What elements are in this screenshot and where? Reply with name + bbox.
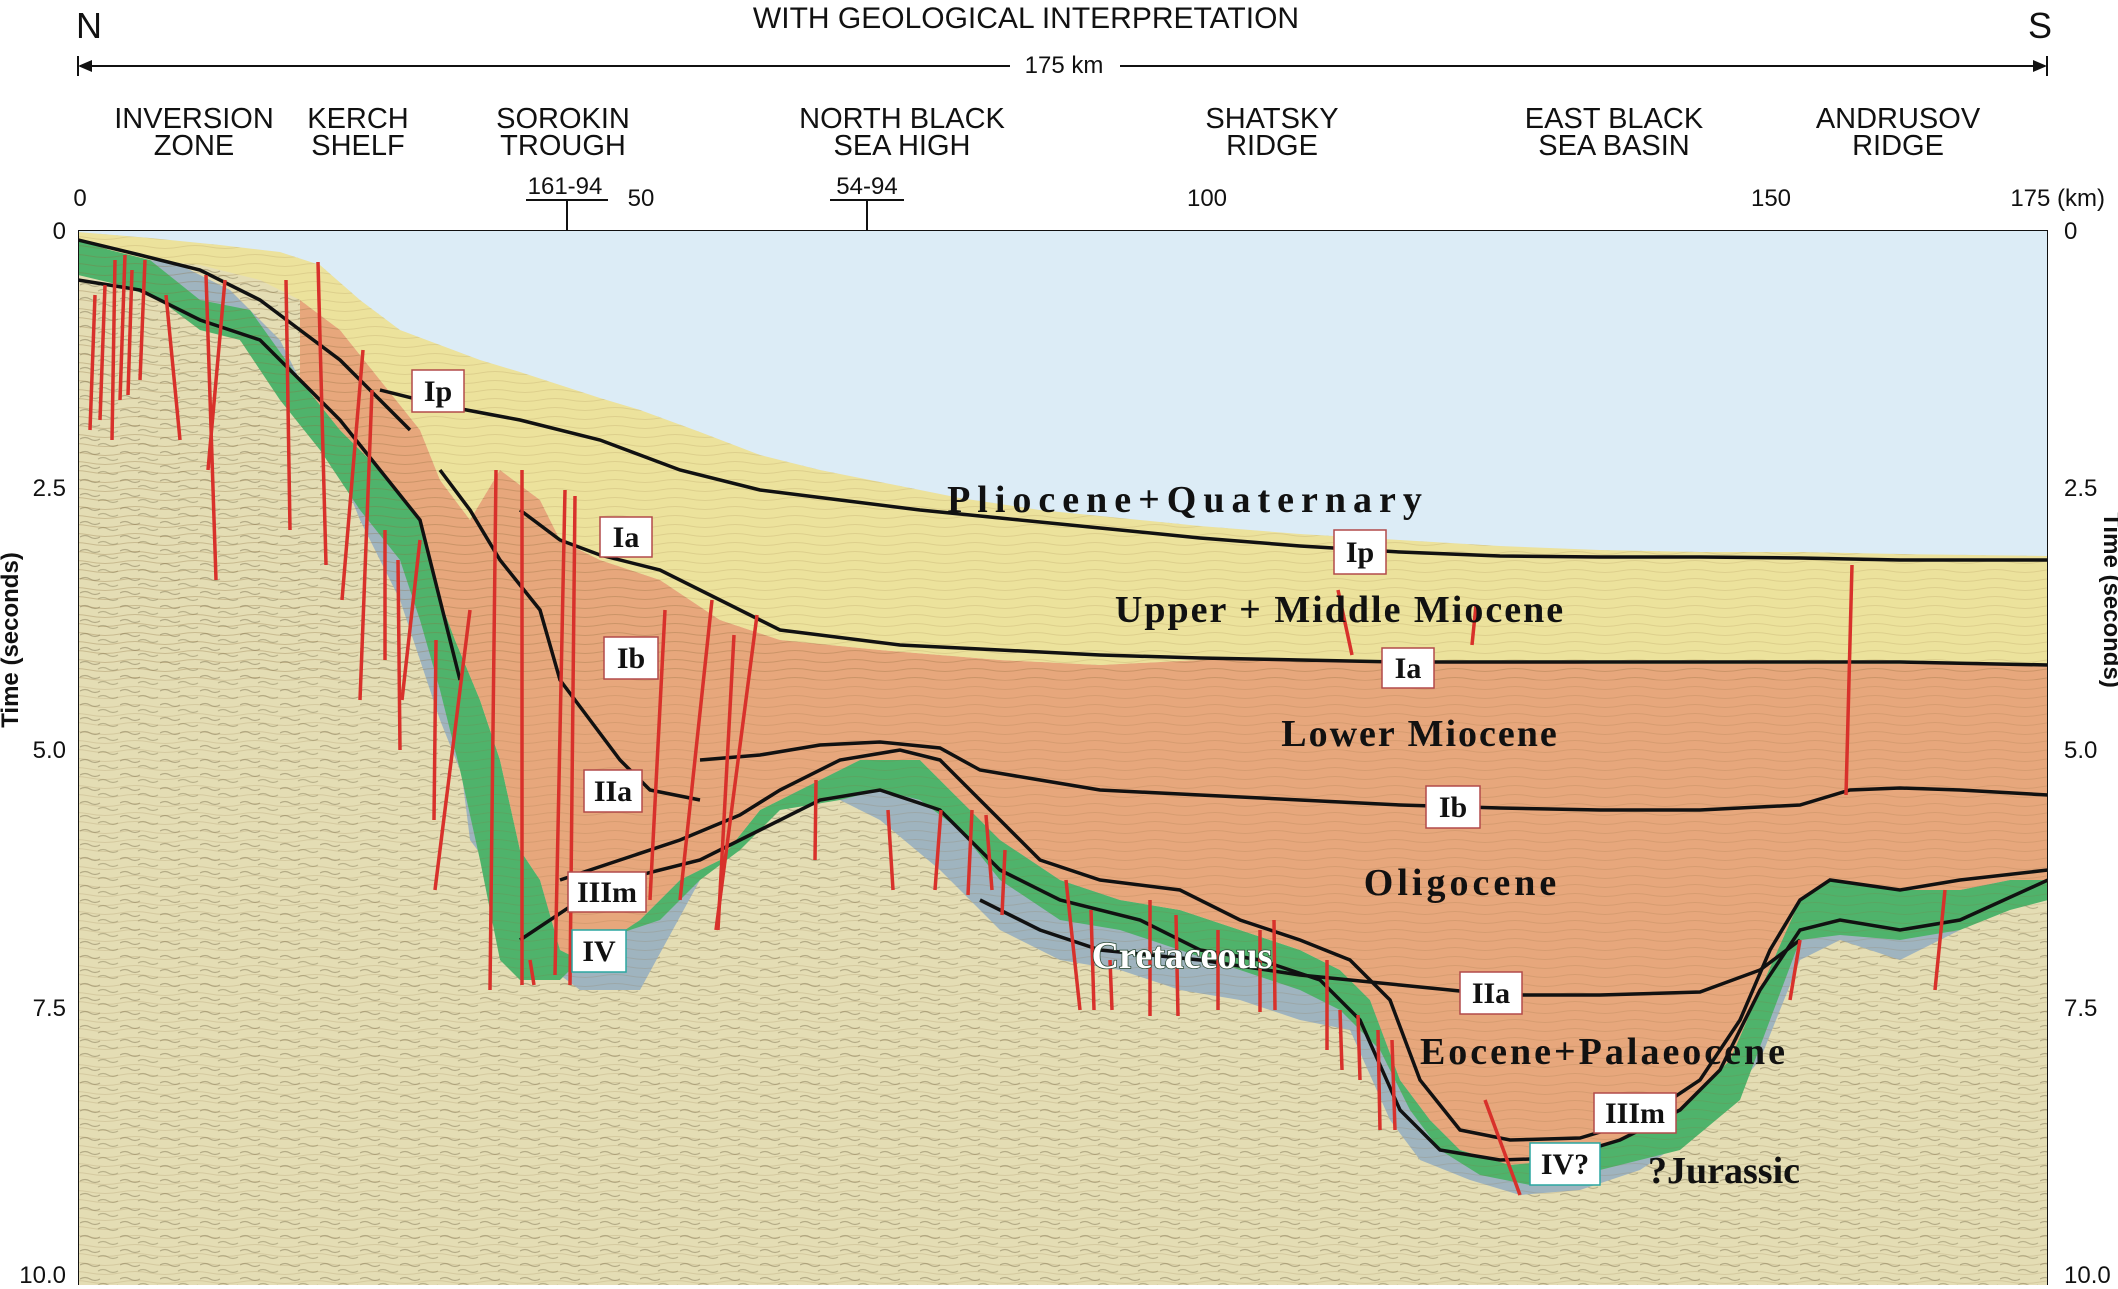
time-tick: 2.5	[33, 475, 66, 502]
time-tick: 10.0	[2064, 1262, 2111, 1289]
time-tick: 7.5	[2064, 995, 2097, 1022]
crossing-line-label: 54-94	[836, 173, 897, 200]
cross-section	[78, 230, 2048, 1289]
zone-label: SEA HIGH	[834, 130, 971, 162]
unit-upper-middle-miocene: Upper + Middle Miocene	[1115, 589, 1565, 631]
zone-label: RIDGE	[1226, 130, 1318, 162]
time-tick: 10.0	[19, 1262, 66, 1289]
unit-jurassic: ?Jurassic	[1648, 1150, 1800, 1192]
distance-tick: 175 (km)	[2010, 185, 2105, 212]
zone-label: RIDGE	[1852, 130, 1944, 162]
crossing-line-marker: 54-94	[830, 173, 904, 230]
distance-axis: 0 50 100 150 175 (km)	[73, 185, 2105, 212]
horizon-label: Ia	[600, 517, 652, 557]
svg-text:Ib: Ib	[1439, 791, 1467, 824]
horizon-label: Ia	[1382, 648, 1434, 688]
fault	[1358, 1015, 1360, 1080]
figure-title: WITH GEOLOGICAL INTERPRETATION	[753, 2, 1299, 35]
fault	[1340, 1010, 1342, 1070]
fault	[1378, 1030, 1380, 1130]
scale-bar-label: 175 km	[1025, 52, 1104, 79]
unit-lower-miocene: Lower Miocene	[1281, 713, 1559, 755]
time-axis-right: 0 2.5 5.0 7.5 10.0 Time (seconds)	[2064, 218, 2118, 1289]
south-label: S	[2028, 5, 2052, 46]
horizon-label: IIa	[584, 770, 642, 812]
horizon-label: Ib	[1426, 786, 1480, 828]
fault	[398, 560, 400, 750]
svg-text:Ip: Ip	[1346, 536, 1374, 569]
fault	[815, 780, 816, 860]
horizon-label: IV?	[1530, 1143, 1600, 1185]
zone-label: SEA BASIN	[1538, 130, 1690, 162]
time-axis-left: 0 2.5 5.0 7.5 10.0 Time (seconds)	[0, 218, 66, 1289]
time-tick: 2.5	[2064, 475, 2097, 502]
svg-text:IIa: IIa	[594, 775, 632, 808]
distance-tick: 100	[1187, 185, 1227, 212]
zone-labels: INVERSION ZONE KERCH SHELF SOROKIN TROUG…	[114, 103, 1981, 162]
svg-text:Ia: Ia	[1395, 652, 1422, 685]
horizon-label: IV	[572, 930, 626, 972]
north-label: N	[76, 5, 102, 46]
svg-text:IIIm: IIIm	[1605, 1097, 1665, 1130]
svg-text:Ib: Ib	[617, 642, 645, 675]
time-axis-label: Time (seconds)	[0, 552, 24, 728]
horizon-label: IIIm	[568, 872, 646, 912]
unit-cretaceous: Cretaceous	[1092, 935, 1273, 977]
time-tick: 7.5	[33, 995, 66, 1022]
distance-tick: 0	[73, 185, 86, 212]
unit-oligocene: Oligocene	[1364, 862, 1560, 904]
svg-text:IIIm: IIIm	[577, 876, 637, 909]
zone-label: SHELF	[311, 130, 404, 162]
zone-label: TROUGH	[500, 130, 626, 162]
svg-text:IV?: IV?	[1541, 1148, 1589, 1181]
unit-pliocene-quaternary: Pliocene+Quaternary	[947, 479, 1429, 521]
horizon-label: IIIm	[1594, 1093, 1676, 1133]
fault	[434, 640, 436, 820]
time-tick: 5.0	[2064, 737, 2097, 764]
svg-text:IV: IV	[582, 935, 616, 968]
crossing-line-label: 161-94	[528, 173, 603, 200]
unit-eocene-palaeocene: Eocene+Palaeocene	[1420, 1031, 1788, 1073]
zone-label: ZONE	[154, 130, 235, 162]
time-tick: 5.0	[33, 737, 66, 764]
svg-text:Ip: Ip	[424, 375, 452, 408]
svg-text:Ia: Ia	[613, 521, 640, 554]
crossing-line-marker: 161-94	[526, 173, 608, 230]
horizon-label: Ip	[1334, 530, 1386, 574]
horizon-label: IIa	[1460, 972, 1522, 1014]
time-axis-label: Time (seconds)	[2098, 512, 2118, 688]
scale-bar: 175 km	[78, 52, 2047, 79]
horizon-label: Ib	[604, 637, 658, 679]
svg-text:IIa: IIa	[1472, 977, 1510, 1010]
time-tick: 0	[2064, 218, 2077, 245]
time-tick: 0	[53, 218, 66, 245]
fault	[1274, 920, 1275, 1010]
distance-tick: 50	[628, 185, 655, 212]
horizon-label: Ip	[412, 370, 464, 412]
distance-tick: 150	[1751, 185, 1791, 212]
